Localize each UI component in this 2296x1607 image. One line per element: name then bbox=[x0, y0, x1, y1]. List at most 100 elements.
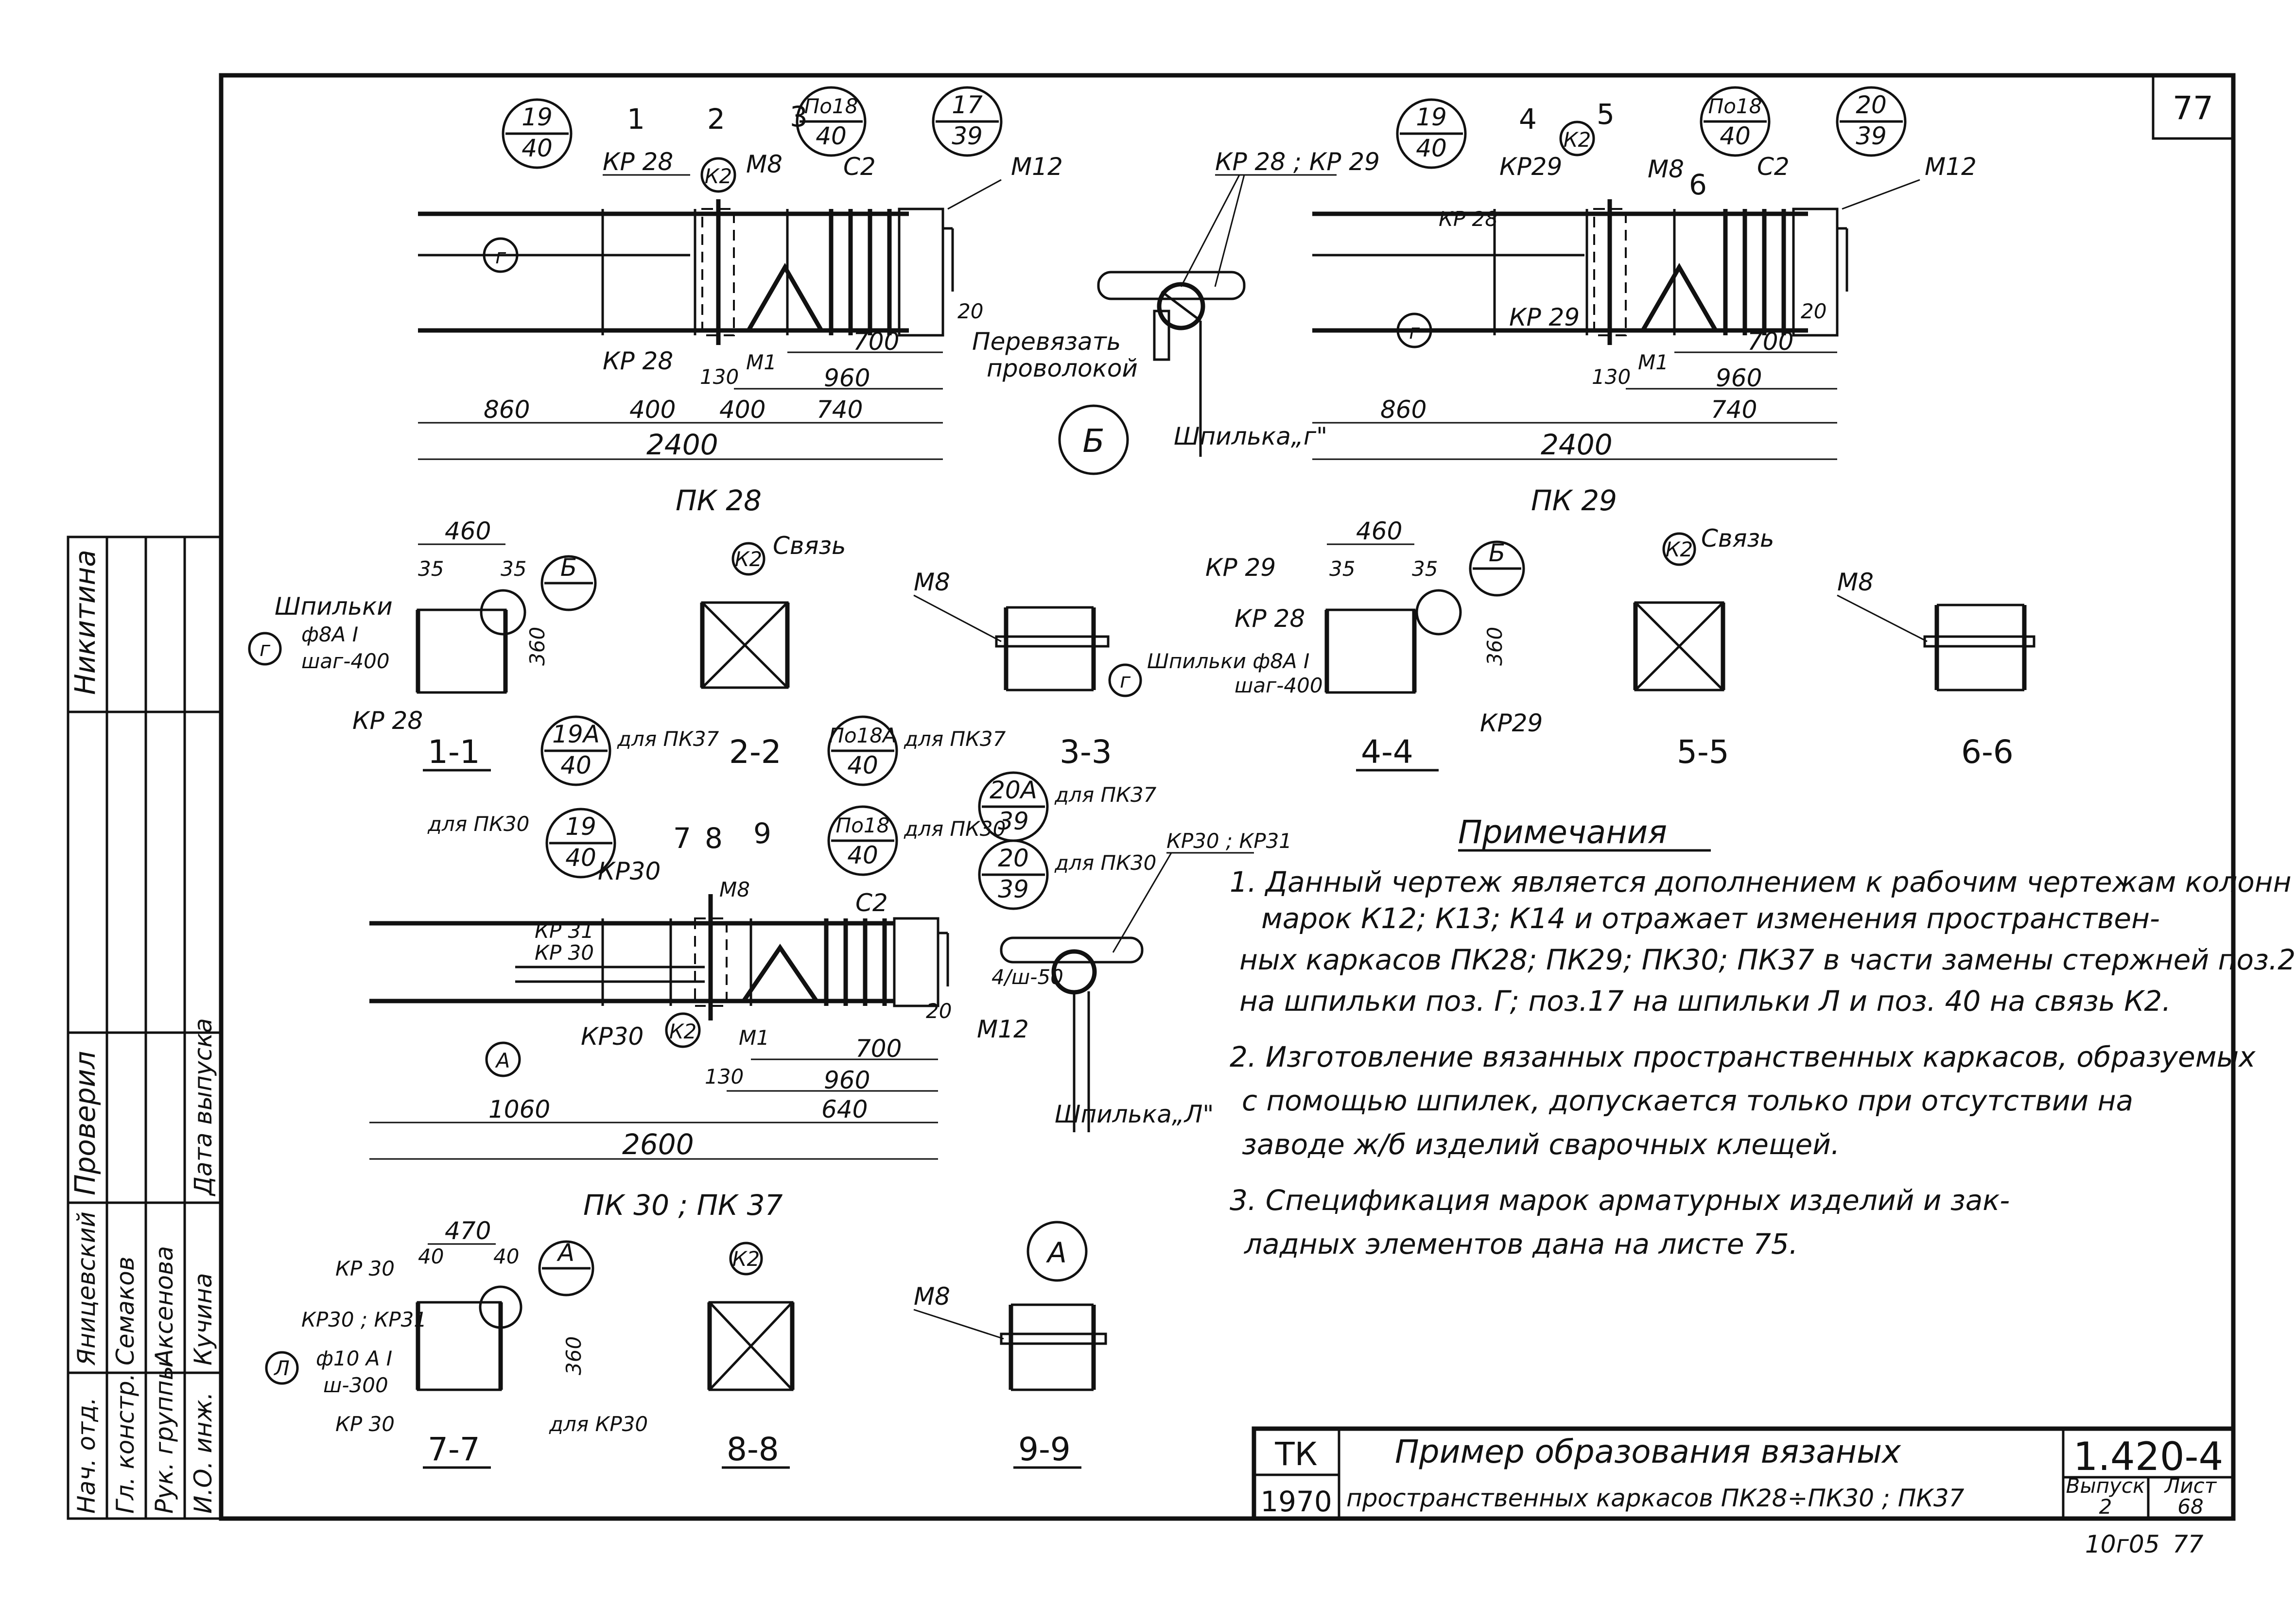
svg-text:40: 40 bbox=[522, 134, 553, 162]
svg-text:Яницевский: Яницевский bbox=[72, 1211, 101, 1366]
svg-text:М8: М8 bbox=[719, 878, 750, 901]
svg-text:марок К12; К13; К14 и отражает: марок К12; К13; К14 и отражает изменения… bbox=[1261, 902, 2160, 935]
pk29-k2-tag: К2 bbox=[1559, 121, 1595, 156]
svg-text:700: 700 bbox=[853, 328, 899, 356]
svg-text:460: 460 bbox=[445, 517, 491, 545]
svg-text:39: 39 bbox=[952, 122, 983, 150]
svg-text:7: 7 bbox=[673, 822, 691, 855]
svg-text:2400: 2400 bbox=[1541, 428, 1613, 461]
footer-code: 10г05 bbox=[2085, 1530, 2160, 1558]
svg-text:М8: М8 bbox=[1648, 155, 1684, 183]
svg-text:М1: М1 bbox=[1638, 350, 1669, 374]
svg-text:КР 30: КР 30 bbox=[335, 1412, 395, 1436]
bubble-po18a: По18А 40 для ПК37 bbox=[827, 715, 1006, 786]
svg-text:М1: М1 bbox=[739, 1026, 769, 1050]
notes-block: Примечания 1. Данный чертеж является доп… bbox=[1230, 813, 2296, 1261]
pk29-marker-g: г bbox=[1396, 312, 1432, 348]
pk30-k2-tag: К2 bbox=[665, 1012, 701, 1048]
pk28-label-m12: М12 bbox=[1011, 153, 1063, 181]
svg-text:М8: М8 bbox=[1837, 568, 1874, 596]
svg-text:на шпильки поз. Г; поз.17 на ш: на шпильки поз. Г; поз.17 на шпильки Л и… bbox=[1239, 985, 2171, 1018]
svg-text:640: 640 bbox=[821, 1095, 868, 1123]
pk30-37-view: 19 40 для ПК30 По18 40 для ПК30 20А 39 д… bbox=[369, 771, 1157, 1222]
section-9-9: М8 А 9-9 bbox=[913, 1221, 1107, 1469]
title-line-1: Пример образования вязаных bbox=[1395, 1433, 1901, 1470]
svg-text:40: 40 bbox=[560, 751, 591, 779]
svg-text:360: 360 bbox=[1483, 627, 1507, 666]
svg-text:С2: С2 bbox=[855, 889, 888, 917]
title-block: ТК 1970 Пример образования вязаных прост… bbox=[1252, 1426, 2236, 1558]
svg-text:шаг-400: шаг-400 bbox=[301, 649, 390, 673]
svg-text:5: 5 bbox=[1597, 98, 1615, 131]
svg-text:М12: М12 bbox=[977, 1015, 1029, 1043]
section-7-7: 470 40 40 360 КР 30 КР30 ; КР31 КР 30 дл… bbox=[265, 1217, 648, 1469]
svg-text:Шпильки ф8А I: Шпильки ф8А I bbox=[1147, 649, 1309, 673]
side-stamp: Нач. отд. Яницевский Гл. констр. Семаков… bbox=[67, 536, 223, 1520]
svg-text:740: 740 bbox=[817, 396, 863, 424]
svg-text:КР 28: КР 28 bbox=[1439, 207, 1498, 231]
svg-text:Шпильки: Шпильки bbox=[275, 592, 393, 621]
svg-text:шаг-400: шаг-400 bbox=[1235, 674, 1323, 697]
svg-text:заводе ж/б изделий сварочных к: заводе ж/б изделий сварочных клещей. bbox=[1242, 1128, 1840, 1161]
pk29-view: 19 40 По18 40 20 39 КР29 К2 М8 С2 М12 КР… bbox=[1312, 86, 1977, 517]
svg-text:г: г bbox=[1120, 669, 1131, 692]
svg-text:для ПК37: для ПК37 bbox=[1054, 783, 1157, 807]
svg-text:860: 860 bbox=[484, 396, 530, 424]
title-org: ТК bbox=[1274, 1435, 1317, 1473]
svg-text:г: г bbox=[1409, 320, 1420, 344]
pk28-label-m8: М8 bbox=[746, 150, 783, 178]
svg-text:КР 28: КР 28 bbox=[1235, 605, 1305, 633]
svg-text:470: 470 bbox=[445, 1217, 491, 1245]
svg-text:19: 19 bbox=[522, 103, 553, 131]
svg-text:И.О. инж.: И.О. инж. bbox=[189, 1392, 217, 1514]
bubble-19-pk30: 19 40 для ПК30 bbox=[427, 808, 616, 879]
bubble-20-pk30: 20 39 для ПК30 bbox=[978, 839, 1156, 910]
svg-text:Шпилька„Л": Шпилька„Л" bbox=[1055, 1100, 1214, 1128]
section-5-5-title: 5-5 bbox=[1677, 733, 1729, 771]
svg-text:1060: 1060 bbox=[488, 1095, 550, 1123]
svg-text:Связь: Связь bbox=[1701, 524, 1774, 553]
svg-text:20: 20 bbox=[957, 299, 983, 323]
svg-text:По18: По18 bbox=[1708, 94, 1762, 118]
svg-text:40: 40 bbox=[418, 1244, 444, 1268]
pk30-37-title: ПК 30 ; ПК 37 bbox=[583, 1189, 783, 1222]
svg-text:360: 360 bbox=[562, 1336, 586, 1375]
svg-text:По18А: По18А bbox=[829, 724, 896, 747]
svg-text:19: 19 bbox=[1416, 103, 1447, 131]
svg-text:6: 6 bbox=[1689, 168, 1707, 201]
svg-text:ш-300: ш-300 bbox=[323, 1373, 388, 1397]
svg-text:Рук. группы: Рук. группы bbox=[150, 1361, 178, 1514]
svg-text:20: 20 bbox=[1801, 299, 1826, 323]
svg-text:К2: К2 bbox=[735, 547, 763, 571]
svg-text:К2: К2 bbox=[669, 1019, 697, 1043]
svg-text:г: г bbox=[260, 637, 271, 661]
svg-text:КР30 ; КР31: КР30 ; КР31 bbox=[301, 1308, 427, 1331]
pk28-bubble-3: 17 39 bbox=[932, 86, 1003, 157]
pk28-bubble-2: По18 40 bbox=[796, 86, 867, 157]
svg-text:А: А bbox=[1045, 1236, 1067, 1269]
pk28-label-c2: С2 bbox=[843, 153, 876, 181]
svg-text:4/ш-50: 4/ш-50 bbox=[991, 965, 1063, 989]
svg-text:35: 35 bbox=[501, 557, 526, 581]
svg-text:35: 35 bbox=[418, 557, 444, 581]
svg-text:для КР30: для КР30 bbox=[549, 1412, 648, 1436]
svg-text:39: 39 bbox=[1856, 122, 1887, 150]
svg-text:Нач. отд.: Нач. отд. bbox=[72, 1397, 101, 1514]
svg-text:По18: По18 bbox=[836, 813, 890, 837]
section-3-3: М8 3-3 bbox=[913, 568, 1112, 771]
pk28-bubble-1: 19 40 bbox=[502, 98, 573, 169]
svg-text:Б: Б bbox=[560, 553, 577, 582]
svg-text:860: 860 bbox=[1380, 396, 1426, 424]
svg-text:40: 40 bbox=[565, 844, 596, 872]
section-8-8: К2 8-8 bbox=[707, 1242, 795, 1469]
svg-text:К2: К2 bbox=[705, 164, 732, 188]
svg-text:К2: К2 bbox=[1666, 537, 1693, 561]
bubble-po18-pk30: По18 40 для ПК30 bbox=[827, 805, 1006, 876]
svg-text:2. Изготовление вязанных прост: 2. Изготовление вязанных пространственны… bbox=[1230, 1040, 2256, 1073]
svg-text:700: 700 bbox=[855, 1035, 902, 1063]
svg-text:130: 130 bbox=[1592, 365, 1631, 389]
svg-text:С2: С2 bbox=[1757, 153, 1790, 181]
svg-text:68: 68 bbox=[2177, 1495, 2203, 1519]
pk30-marker-a: А bbox=[485, 1041, 521, 1077]
